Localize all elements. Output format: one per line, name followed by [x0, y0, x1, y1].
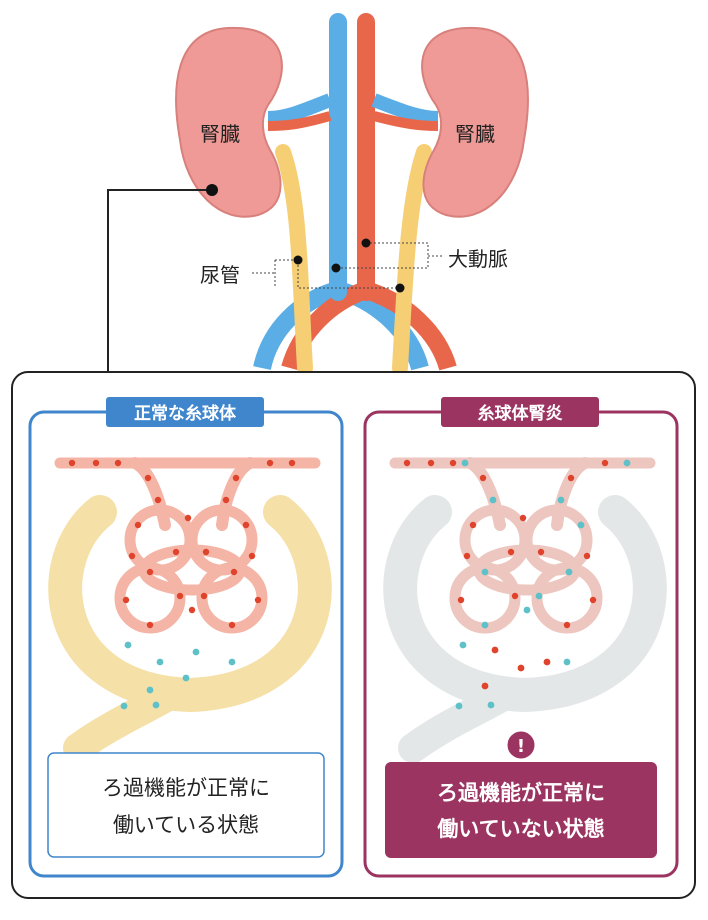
aorta-leader	[336, 242, 444, 269]
nephritis-title: 糸球体腎炎	[478, 403, 563, 424]
nephritis-glomerulus	[383, 457, 667, 763]
normal-caption-line1: ろ過機能が正常に	[102, 776, 270, 800]
kidney-pointer-dot	[206, 184, 218, 196]
kidney-right-label: 腎臓	[455, 122, 495, 146]
aorta-label: 大動脈	[448, 247, 508, 271]
renal-vessels	[267, 93, 439, 125]
ureter-left	[275, 144, 313, 376]
nephritis-caption-line2: 働いていない状態	[436, 817, 604, 841]
anatomy: 腎臓 腎臓 尿管 大動脈	[107, 13, 529, 376]
normal-caption-box	[47, 752, 325, 858]
normal-title: 正常な糸球体	[134, 403, 237, 424]
nephritis-caption-line1: ろ過機能が正常に	[437, 781, 605, 805]
warning-icon	[504, 728, 538, 762]
ureter-leader	[252, 259, 400, 289]
ureter-right	[392, 144, 432, 376]
nephritis-title-badge	[441, 397, 599, 427]
kidney-right	[421, 26, 529, 218]
normal-title-badge	[106, 397, 264, 427]
ureter-label: 尿管	[200, 263, 240, 287]
normal-caption-line2: 働いている状態	[113, 813, 259, 837]
artery-branch	[281, 281, 457, 371]
warning-icon-symbol: !	[517, 736, 525, 757]
nephritis-panel: 糸球体腎炎	[363, 397, 679, 878]
kidney-pointer-line	[107, 189, 212, 372]
kidney-left	[175, 26, 283, 218]
nephritis-caption-box	[385, 762, 657, 858]
kidney-left-label: 腎臓	[200, 122, 240, 146]
normal-glomerulus-panel: 正常な糸球体 ろ過機能が正常に 働いている状態	[28, 397, 344, 878]
